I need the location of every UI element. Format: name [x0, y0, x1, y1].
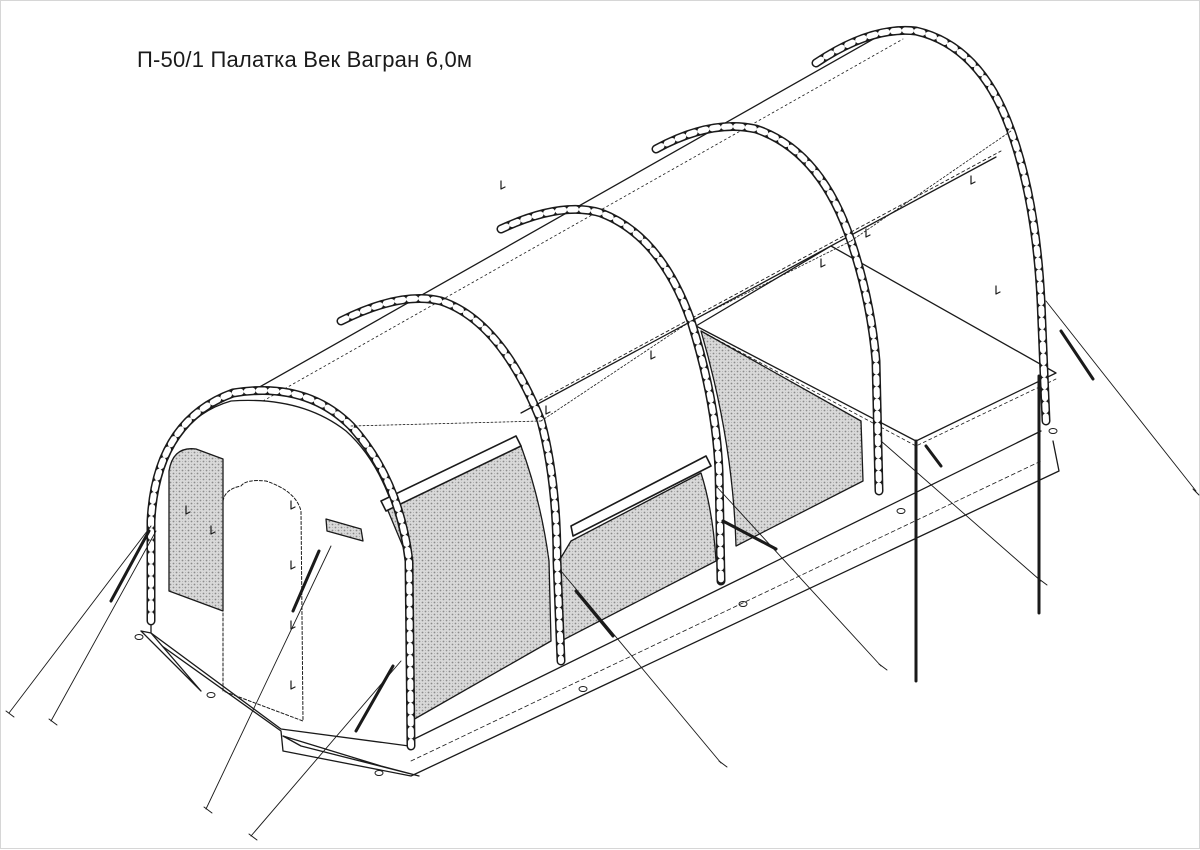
awning-hem	[700, 330, 1057, 447]
front-flap-left	[140, 630, 202, 692]
side-window-3	[700, 330, 864, 547]
front-door	[222, 480, 304, 722]
roof-eave-line	[528, 150, 1002, 407]
roof-eave-line-solid	[520, 156, 997, 414]
roof-seam	[540, 320, 692, 422]
roof-seam	[850, 130, 1012, 242]
side-window-2	[558, 472, 717, 642]
front-vent-window	[325, 518, 364, 542]
peg-loops	[134, 428, 1058, 776]
rolled-cover-1	[380, 435, 522, 512]
guy-line-straps	[109, 329, 1095, 733]
base-back-edge	[410, 460, 1042, 762]
side-window-1	[385, 445, 552, 722]
base-bottom-line	[405, 430, 1042, 744]
guy-lines	[8, 300, 1197, 837]
base-front-edge	[140, 440, 1060, 777]
front-window	[168, 448, 224, 612]
roof-seam	[690, 240, 852, 322]
roof-seam	[350, 420, 542, 427]
roof-toggles	[185, 175, 1001, 690]
rolled-cover-2	[570, 455, 712, 537]
front-flap-right	[282, 735, 420, 777]
ground-stakes	[5, 488, 1200, 841]
drawing-title: П-50/1 Палатка Век Вагран 6,0м	[137, 47, 473, 72]
